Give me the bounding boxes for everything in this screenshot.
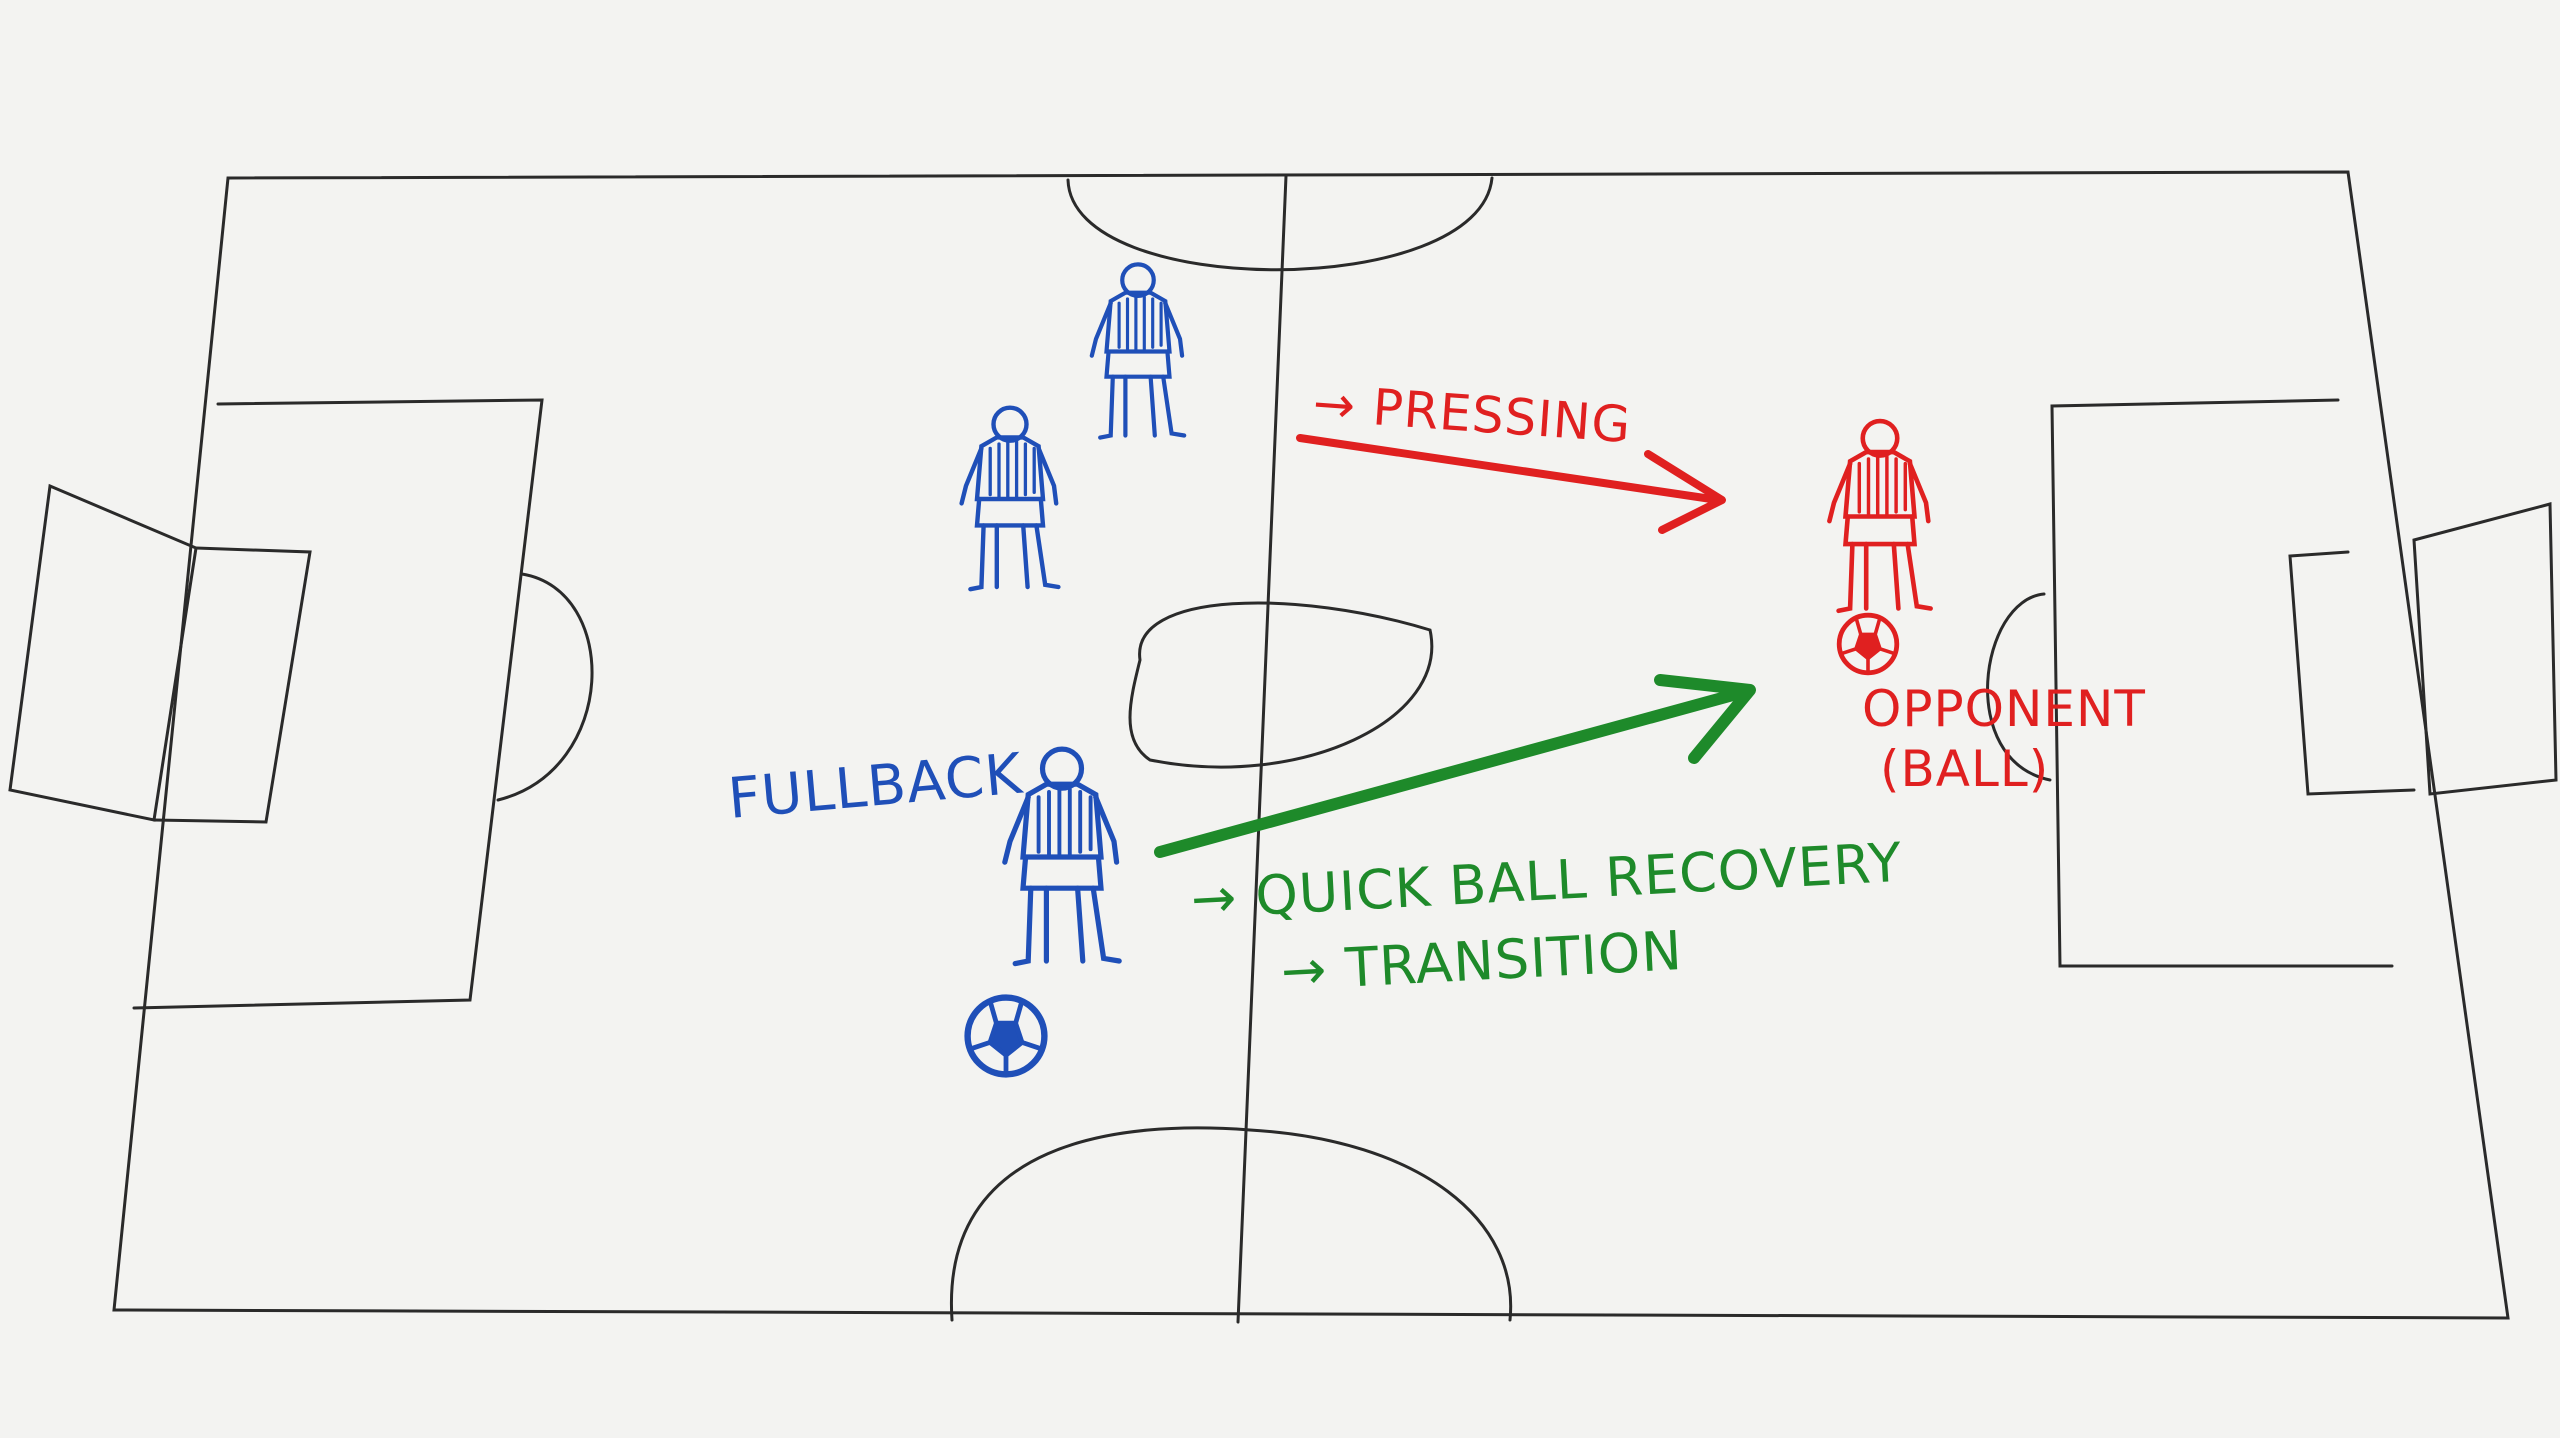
pressing-label: → PRESSING	[1311, 374, 1633, 454]
soccer-ball-icon	[1839, 615, 1897, 673]
recovery-arrow	[1154, 674, 1756, 858]
pitch-lines	[8, 170, 2558, 1324]
halfway-line	[1236, 174, 1288, 1324]
pressing-arrow	[1296, 434, 1726, 534]
opponent-label-ball: (BALL)	[1880, 740, 2049, 798]
left-penalty-area	[132, 398, 544, 1010]
left-goal	[8, 483, 198, 822]
right-goal-box	[2288, 550, 2416, 796]
opponent	[1829, 421, 1930, 673]
left-goal-box	[152, 546, 312, 824]
pitch-boundary	[112, 170, 2510, 1320]
blue-team	[962, 264, 1185, 1074]
right-penalty-area	[2050, 398, 2394, 968]
recovery-label: → QUICK BALL RECOVERY	[1189, 831, 1903, 931]
soccer-ball-icon	[968, 998, 1045, 1075]
right-penalty-arc	[1986, 592, 2052, 782]
left-penalty-arc	[496, 572, 594, 802]
center-circle-top	[1066, 176, 1494, 272]
player-icon	[1092, 264, 1184, 437]
player-icon	[962, 408, 1059, 590]
fullback-label: FULLBACK	[726, 741, 1026, 832]
center-circle-bottom	[950, 1126, 1513, 1322]
center-circle-mid	[1128, 601, 1434, 769]
right-goal	[2412, 502, 2558, 796]
transition-label: → TRANSITION	[1279, 919, 1684, 1003]
player-icon	[1829, 421, 1930, 611]
opponent-label: OPPONENT	[1862, 680, 2146, 738]
